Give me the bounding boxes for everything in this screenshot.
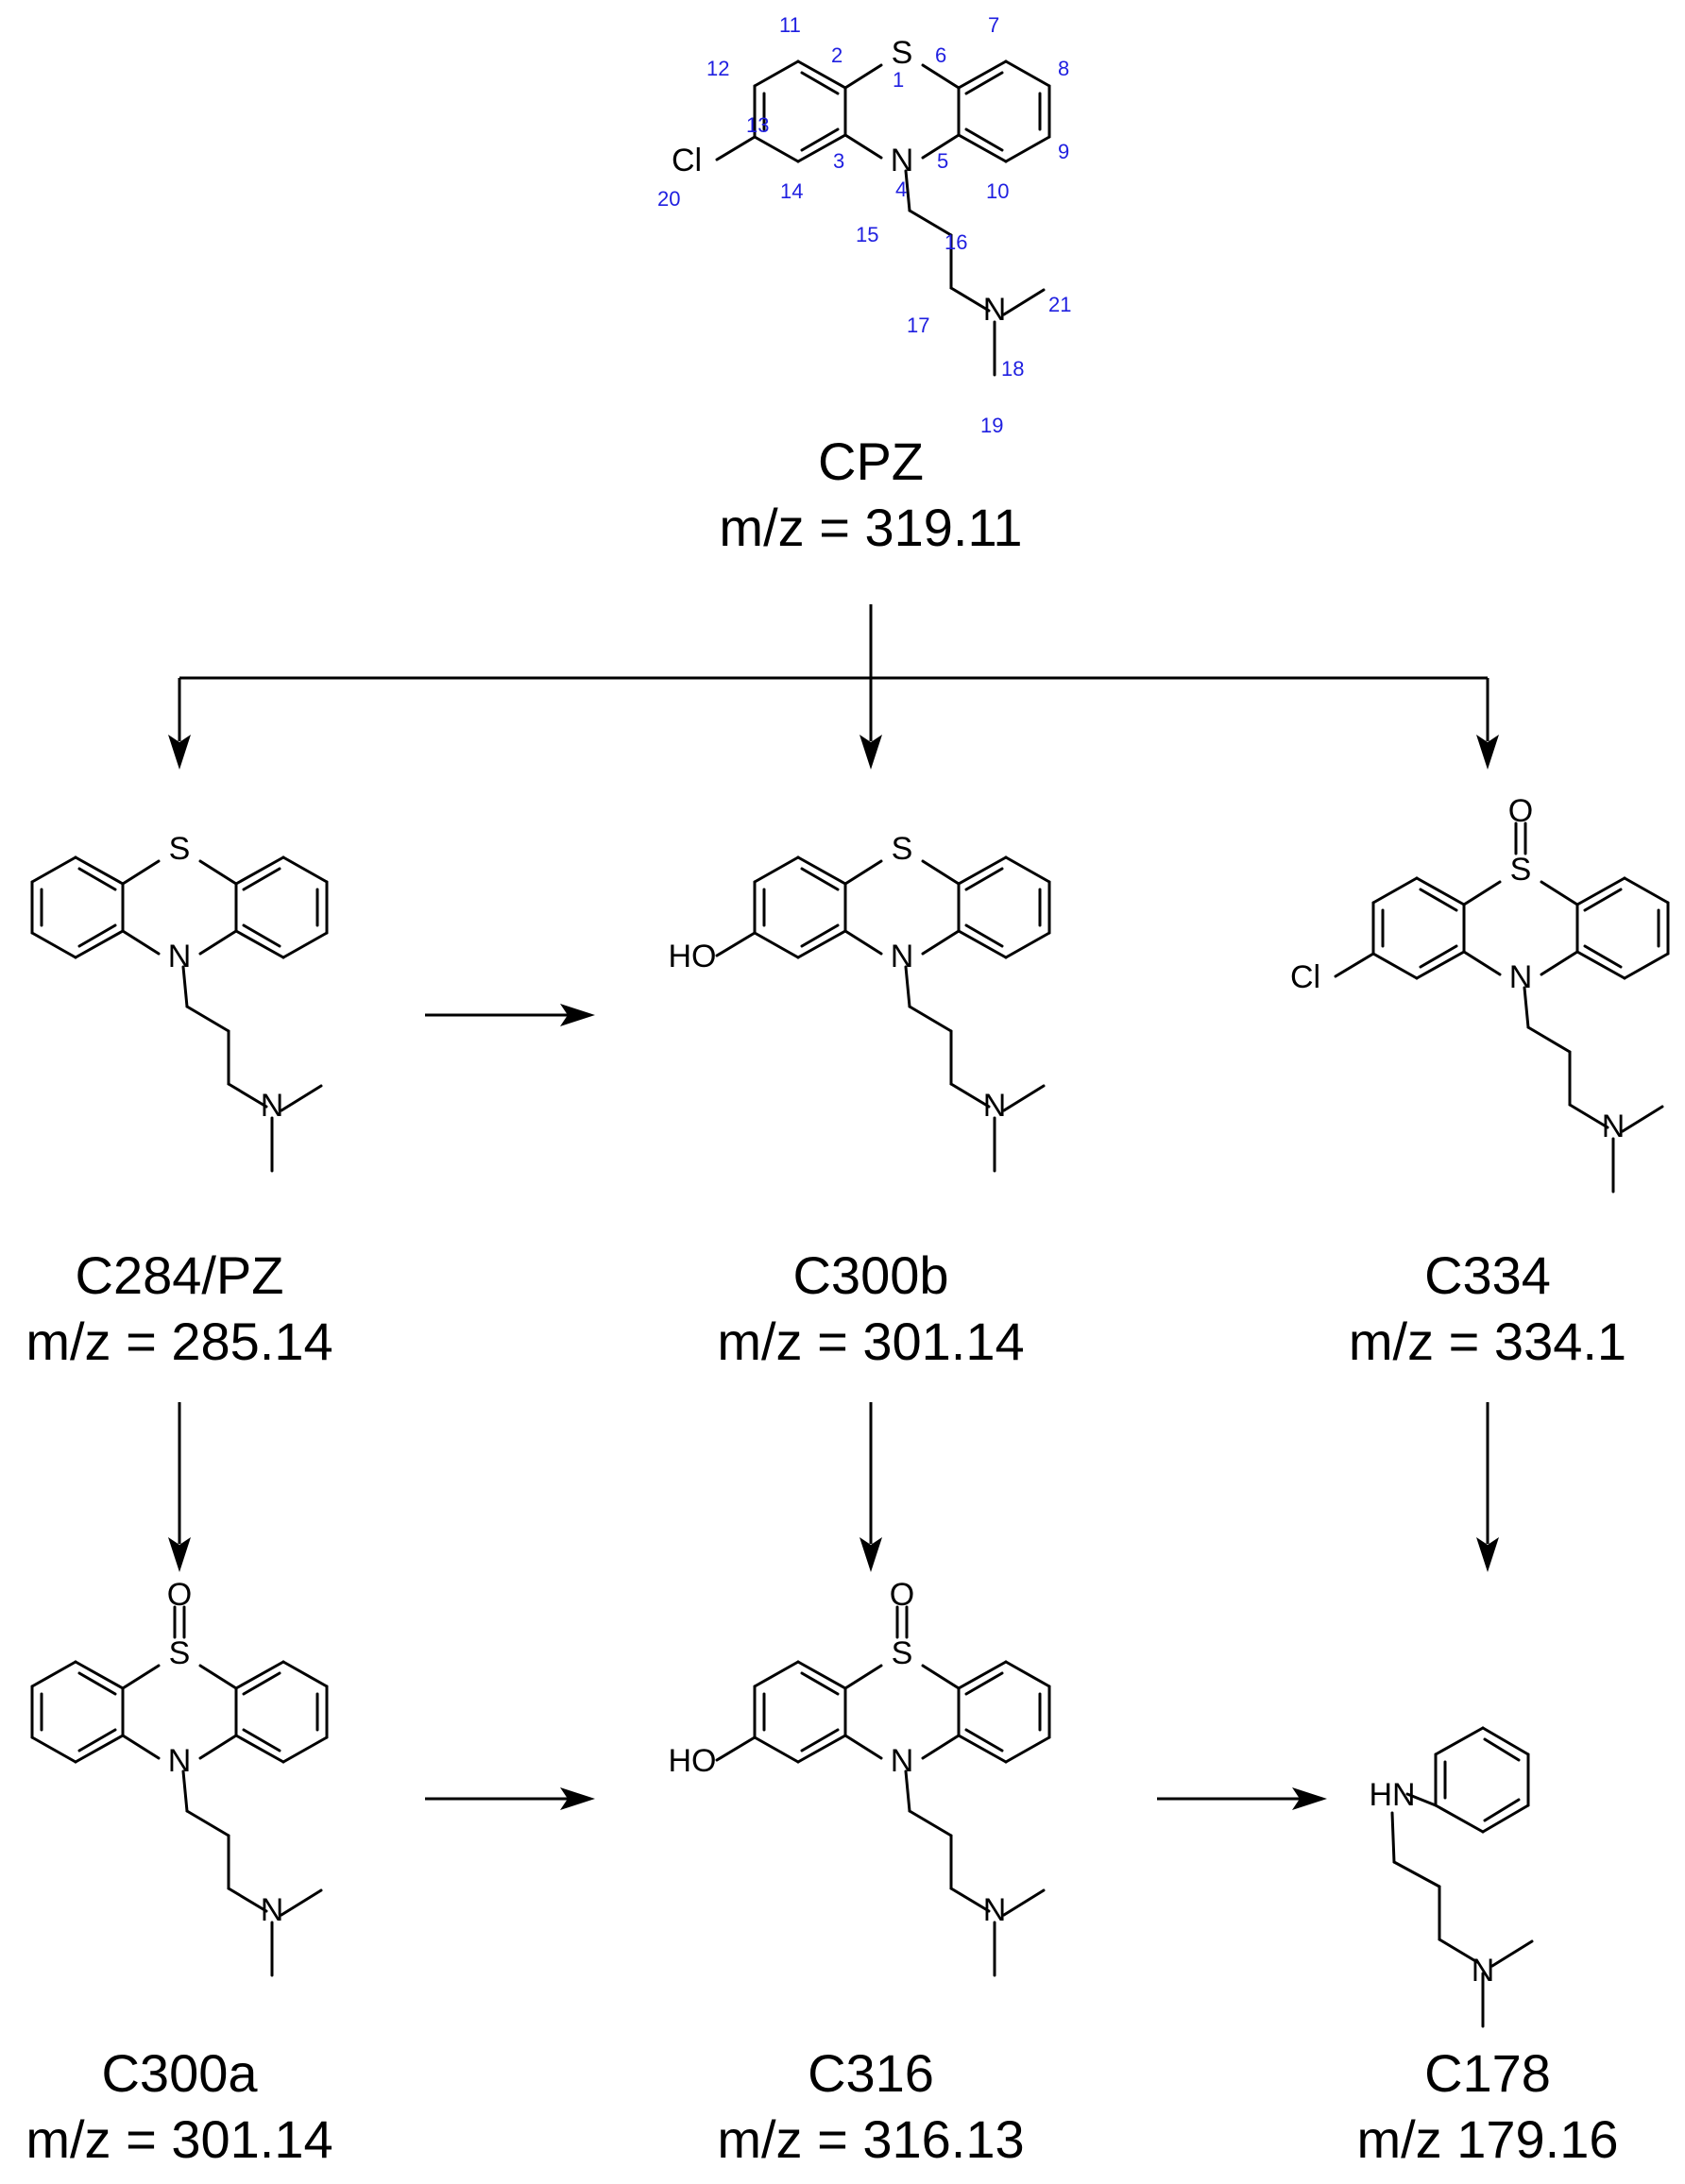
arrow-c300a-to-c316 bbox=[425, 1787, 595, 1810]
c300a-name: C300a bbox=[101, 2043, 258, 2103]
c284-amine-n-atom: N bbox=[261, 1088, 284, 1124]
arrow-c300b-to-c316 bbox=[860, 1402, 882, 1572]
cpz-s-atom: S bbox=[892, 35, 913, 71]
atom-number: 12 bbox=[706, 57, 729, 80]
cpz-structure: S N Cl N bbox=[672, 35, 1051, 377]
c316-o-atom: O bbox=[890, 1577, 914, 1613]
c178-mz: m/z 179.16 bbox=[1356, 2109, 1618, 2169]
atom-number: 6 bbox=[935, 43, 946, 67]
c300b-s-atom: S bbox=[892, 831, 913, 867]
c334-n-atom: N bbox=[1509, 959, 1533, 995]
c334-name: C334 bbox=[1424, 1245, 1551, 1305]
cpz-amine-n-atom: N bbox=[983, 292, 1007, 328]
c284-mz: m/z = 285.14 bbox=[26, 1312, 332, 1371]
c300a-o-atom: O bbox=[167, 1577, 192, 1613]
arrow-c284-to-c300a bbox=[168, 1402, 191, 1572]
c316-ho-group: HO bbox=[669, 1743, 717, 1779]
c316-name: C316 bbox=[808, 2043, 934, 2103]
c300a-amine-n-atom: N bbox=[261, 1892, 284, 1928]
atom-number: 18 bbox=[1001, 357, 1024, 381]
c316-n-atom: N bbox=[891, 1743, 914, 1779]
atom-number: 1 bbox=[893, 68, 904, 92]
atom-number: 14 bbox=[780, 179, 803, 203]
c300a-n-atom: N bbox=[168, 1743, 192, 1779]
atom-number: 5 bbox=[937, 149, 948, 173]
arrowhead bbox=[1476, 735, 1499, 770]
c300a-mz: m/z = 301.14 bbox=[26, 2109, 332, 2169]
c300a-structure: O S N N bbox=[30, 1577, 329, 1977]
c300b-n-atom: N bbox=[891, 939, 914, 974]
c300b-structure: S N HO N bbox=[669, 831, 1051, 1173]
atom-number: 20 bbox=[657, 187, 680, 211]
atom-number: 7 bbox=[988, 13, 999, 37]
atom-number: 3 bbox=[833, 149, 844, 173]
atom-number: 13 bbox=[746, 113, 769, 137]
c334-amine-n-atom: N bbox=[1602, 1109, 1625, 1144]
atom-number: 19 bbox=[980, 414, 1003, 437]
arrow-c316-to-c178 bbox=[1157, 1787, 1327, 1810]
atom-number: 11 bbox=[779, 13, 801, 37]
c178-hn-group: HN bbox=[1369, 1777, 1415, 1813]
atom-number: 8 bbox=[1058, 57, 1069, 80]
c300a-s-atom: S bbox=[169, 1635, 191, 1671]
c284-s-atom: S bbox=[169, 831, 191, 867]
c300b-amine-n-atom: N bbox=[983, 1088, 1007, 1124]
atom-number: 4 bbox=[895, 178, 907, 201]
atom-number: 15 bbox=[856, 223, 878, 246]
c300b-name: C300b bbox=[792, 1245, 948, 1305]
arrow-c334-to-c178 bbox=[1476, 1402, 1499, 1572]
c178-amine-n-atom: N bbox=[1472, 1953, 1495, 1989]
cpz-atom-numbering: 1 2 3 4 5 6 7 8 9 10 11 12 13 14 15 16 1… bbox=[657, 13, 1071, 437]
c316-structure: O S N HO N bbox=[669, 1577, 1051, 1977]
c334-structure: O S N Cl N bbox=[1290, 793, 1670, 1194]
c334-o-atom: O bbox=[1508, 793, 1533, 829]
c316-amine-n-atom: N bbox=[983, 1892, 1007, 1928]
cpz-cl-atom: Cl bbox=[672, 143, 702, 178]
arrowhead bbox=[168, 735, 191, 770]
cpz-mz: m/z = 319.11 bbox=[719, 498, 1022, 557]
branch-arrows bbox=[168, 604, 1499, 770]
c300b-ho-group: HO bbox=[669, 939, 717, 974]
c178-structure: HN N bbox=[1369, 1726, 1534, 2028]
atom-number: 2 bbox=[831, 43, 842, 67]
atom-number: 17 bbox=[907, 313, 929, 337]
c300b-mz: m/z = 301.14 bbox=[717, 1312, 1024, 1371]
arrowhead bbox=[860, 735, 882, 770]
c334-mz: m/z = 334.1 bbox=[1349, 1312, 1626, 1371]
cpz-name: CPZ bbox=[818, 432, 924, 491]
c334-cl-atom: Cl bbox=[1290, 959, 1320, 995]
c284-n-atom: N bbox=[168, 939, 192, 974]
c316-s-atom: S bbox=[892, 1635, 913, 1671]
atom-number: 9 bbox=[1058, 140, 1069, 163]
c284-name: C284/PZ bbox=[76, 1245, 284, 1305]
atom-number: 10 bbox=[986, 179, 1009, 203]
arrow-c284-to-c300b bbox=[425, 1004, 595, 1026]
c284-structure: S N N bbox=[30, 831, 329, 1173]
cpz-n-atom: N bbox=[891, 143, 914, 178]
c334-s-atom: S bbox=[1510, 852, 1532, 888]
atom-number: 21 bbox=[1048, 293, 1071, 316]
atom-number: 16 bbox=[945, 230, 967, 254]
c178-name: C178 bbox=[1424, 2043, 1551, 2103]
c316-mz: m/z = 316.13 bbox=[717, 2109, 1024, 2169]
